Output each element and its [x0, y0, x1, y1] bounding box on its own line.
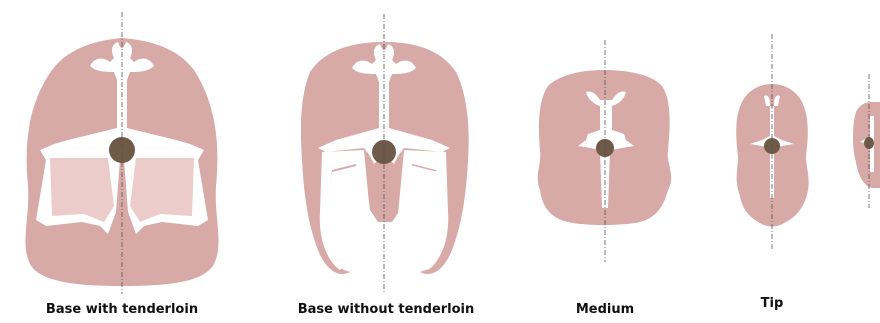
caption-base-with-tenderloin: Base with tenderloin — [46, 302, 198, 317]
tenderloin-left — [50, 158, 114, 222]
caption-medium: Medium — [576, 302, 634, 317]
caption-base-without-tenderloin: Base without tenderloin — [298, 302, 475, 317]
section-partial — [853, 102, 880, 188]
tenderloin-right — [130, 158, 194, 222]
caption-tip: Tip — [761, 296, 784, 311]
section-tip — [736, 84, 808, 227]
section-medium — [538, 70, 671, 225]
section-base-without-tenderloin — [301, 42, 469, 274]
